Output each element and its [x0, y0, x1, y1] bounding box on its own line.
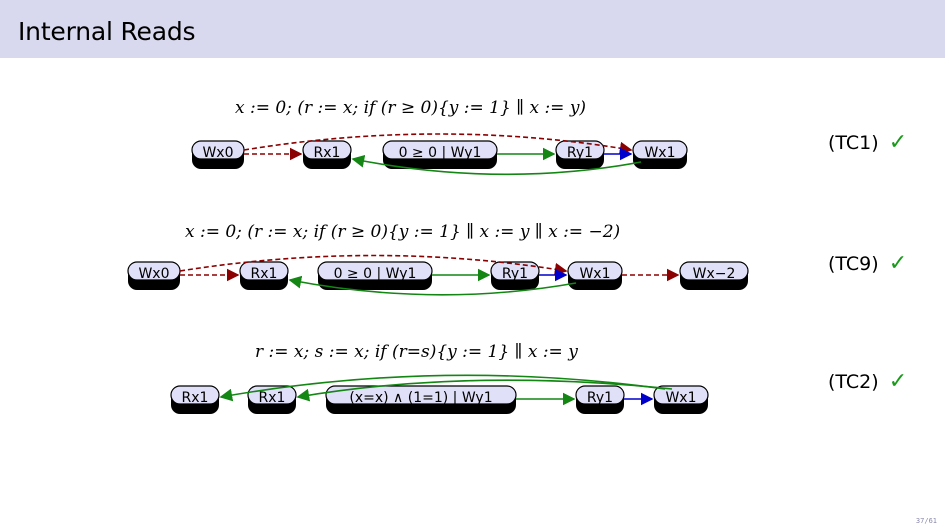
event-node: Rx1 — [170, 385, 220, 414]
tc1-label: (TC1) ✓ — [828, 130, 907, 155]
event-node: Rx1 — [302, 140, 352, 169]
node-label: Ry1 — [567, 145, 593, 161]
program-tc2: r := x; s := x; if (r=s){y := 1} ∥ x := … — [255, 342, 578, 362]
check-icon: ✓ — [888, 369, 908, 394]
node-label: 0 ≥ 0 | Wy1 — [334, 266, 417, 282]
page-number: 37/61 — [915, 517, 937, 525]
event-node: Wx1 — [632, 140, 688, 169]
check-icon: ✓ — [888, 130, 908, 155]
tc2-tag: (TC2) — [828, 371, 879, 393]
check-icon: ✓ — [888, 251, 908, 276]
node-label: Wx−2 — [693, 266, 736, 282]
event-node: Wx1 — [653, 385, 709, 414]
node-label: Rx1 — [314, 145, 341, 161]
node-label: Wx1 — [665, 390, 696, 406]
event-node: Ry1 — [490, 261, 540, 290]
node-label: Wx1 — [579, 266, 610, 282]
node-label: Ry1 — [502, 266, 528, 282]
event-node: (x=x) ∧ (1=1) | Wy1 — [325, 385, 517, 414]
node-label: (x=x) ∧ (1=1) | Wy1 — [349, 390, 492, 406]
node-label: Rx1 — [259, 390, 286, 406]
event-node: Wx0 — [127, 261, 181, 290]
node-label: Wx0 — [202, 145, 233, 161]
program-tc9: x := 0; (r := x; if (r ≥ 0){y := 1} ∥ x … — [185, 222, 621, 242]
tc9-label: (TC9) ✓ — [828, 251, 907, 276]
event-node: 0 ≥ 0 | Wy1 — [382, 140, 498, 169]
event-node: Wx−2 — [679, 261, 749, 290]
diagram-tc9: Wx0 Rx1 0 ≥ 0 | Wy1 Ry1 Wx1 Wx−2 — [127, 254, 749, 296]
node-label: 0 ≥ 0 | Wy1 — [399, 145, 482, 161]
tc2-label: (TC2) ✓ — [828, 369, 907, 394]
node-label: Rx1 — [182, 390, 209, 406]
program-tc1: x := 0; (r := x; if (r ≥ 0){y := 1} ∥ x … — [235, 98, 587, 118]
event-node: Wx0 — [191, 140, 245, 169]
event-node: Ry1 — [575, 385, 625, 414]
tc1-tag: (TC1) — [828, 132, 879, 154]
event-node: Rx1 — [239, 261, 289, 290]
title-bar — [0, 0, 945, 58]
diagram-tc1: Wx0 Rx1 0 ≥ 0 | Wy1 Ry1 Wx1 — [191, 133, 688, 176]
tc9-tag: (TC9) — [828, 253, 879, 275]
node-label: Wx0 — [138, 266, 169, 282]
node-label: Rx1 — [251, 266, 278, 282]
event-node: Rx1 — [247, 385, 297, 414]
event-node: Wx1 — [567, 261, 623, 290]
event-node: Ry1 — [555, 140, 605, 169]
event-node: 0 ≥ 0 | Wy1 — [317, 261, 433, 290]
diagram-tc2: Rx1 Rx1 (x=x) ∧ (1=1) | Wy1 Ry1 Wx1 — [170, 374, 709, 414]
node-label: Ry1 — [587, 390, 613, 406]
node-label: Wx1 — [644, 145, 675, 161]
slide-title: Internal Reads — [18, 17, 196, 46]
